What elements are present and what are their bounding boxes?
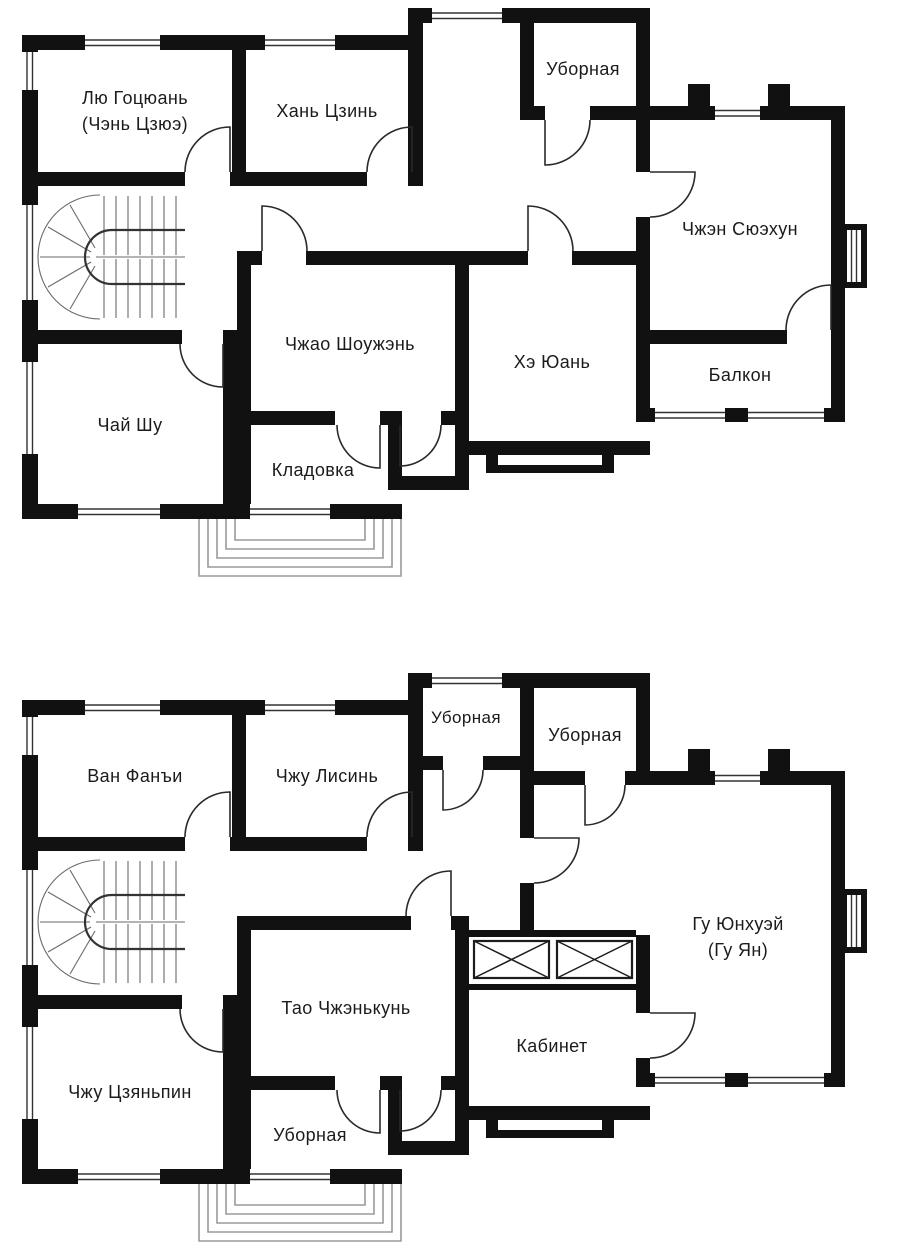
window: [250, 1169, 330, 1184]
door-arc: [649, 1012, 696, 1059]
door-arc: [399, 424, 442, 467]
room-label-he-yuan: Хэ Юань: [514, 352, 591, 372]
door-arc: [399, 1089, 442, 1132]
room-label-gu-yunhui: Гу Юнхуэй: [692, 914, 783, 934]
floor1-walls: [22, 8, 845, 519]
window: [655, 1073, 725, 1087]
window: [85, 35, 160, 50]
room-label-liu-gotsyuan: Лю Гоцюань: [82, 88, 188, 108]
door-arc: [649, 171, 696, 218]
window: [432, 673, 502, 688]
window: [655, 408, 725, 422]
door-arc: [336, 424, 381, 469]
door-arc: [366, 126, 413, 173]
window: [250, 504, 330, 519]
window: [22, 1027, 38, 1119]
room-label-liu-gotsyuan-line2: (Чэнь Цзюэ): [82, 114, 188, 134]
door-arc: [785, 284, 832, 331]
floor1-doors: [179, 119, 832, 469]
floor2-doors: [179, 769, 696, 1134]
floor1-entrance-steps: [198, 519, 402, 577]
floor2-entrance-steps: [198, 1184, 402, 1242]
window: [265, 35, 335, 50]
room-label-toilet-top-right: Уборная: [548, 725, 622, 745]
room-label-zhen-xuehun: Чжэн Сюэхун: [682, 219, 798, 239]
room-label-zhu-jianpin: Чжу Цзяньпин: [68, 1082, 191, 1102]
door-arc: [179, 343, 224, 388]
door-arc: [442, 769, 484, 811]
door-arc: [527, 205, 574, 252]
door-arc: [184, 126, 231, 173]
window: [715, 106, 760, 120]
room-label-gu-yunhui-line2: (Гу Ян): [708, 940, 768, 960]
floor2-closet: [472, 939, 634, 980]
floor2-staircase: [37, 859, 185, 985]
room-label-zhu-lisin: Чжу Лисинь: [276, 766, 378, 786]
room-label-storage: Кладовка: [272, 460, 355, 480]
door-arc: [261, 205, 308, 252]
window: [265, 700, 335, 715]
floor2-room-labels: Ван Фанъи Чжу Лисинь Уборная Уборная Гу …: [68, 708, 783, 1145]
room-label-van-fanyi: Ван Фанъи: [87, 766, 183, 786]
floor1-room-labels: Лю Гоцюань (Чэнь Цзюэ) Хань Цзинь Уборна…: [82, 59, 798, 480]
door-arc: [336, 1089, 381, 1134]
bay-window: [843, 224, 867, 288]
room-label-han-jin: Хань Цзинь: [276, 101, 377, 121]
window: [22, 870, 38, 965]
window: [748, 408, 824, 422]
window: [78, 1169, 160, 1184]
floor1-staircase: [37, 194, 185, 320]
bay-window: [843, 889, 867, 953]
door-arc: [366, 791, 413, 838]
window: [22, 717, 38, 755]
stair-handrail: [83, 228, 185, 286]
floor1-windows: [22, 8, 867, 519]
room-label-study: Кабинет: [516, 1036, 587, 1056]
room-label-toilet-top: Уборная: [546, 59, 620, 79]
window: [715, 771, 760, 785]
door-arc: [184, 791, 231, 838]
floor2-plan: Ван Фанъи Чжу Лисинь Уборная Уборная Гу …: [22, 673, 867, 1242]
closet-box: [472, 939, 551, 980]
room-label-toilet-top-left: Уборная: [431, 708, 501, 727]
room-label-zhao-shouzhen: Чжао Шоужэнь: [285, 334, 415, 354]
room-label-toilet-bottom: Уборная: [273, 1125, 347, 1145]
room-label-tao-zhenkun: Тао Чжэнькунь: [281, 998, 410, 1018]
window: [22, 52, 38, 90]
room-label-chai-shu: Чай Шу: [98, 415, 163, 435]
door-arc: [179, 1008, 224, 1053]
floor1-plan: Лю Гоцюань (Чэнь Цзюэ) Хань Цзинь Уборна…: [22, 8, 867, 577]
door-arc: [405, 870, 452, 917]
window: [748, 1073, 824, 1087]
door-arc: [544, 119, 591, 166]
window: [85, 700, 160, 715]
stair-handrail: [83, 893, 185, 951]
door-arc: [533, 837, 580, 884]
window: [78, 504, 160, 519]
window: [22, 362, 38, 454]
door-arc: [584, 784, 626, 826]
room-label-balcony: Балкон: [709, 365, 772, 385]
closet-box: [555, 939, 634, 980]
window: [432, 8, 502, 23]
floor2-windows: [22, 673, 867, 1184]
window: [22, 205, 38, 300]
